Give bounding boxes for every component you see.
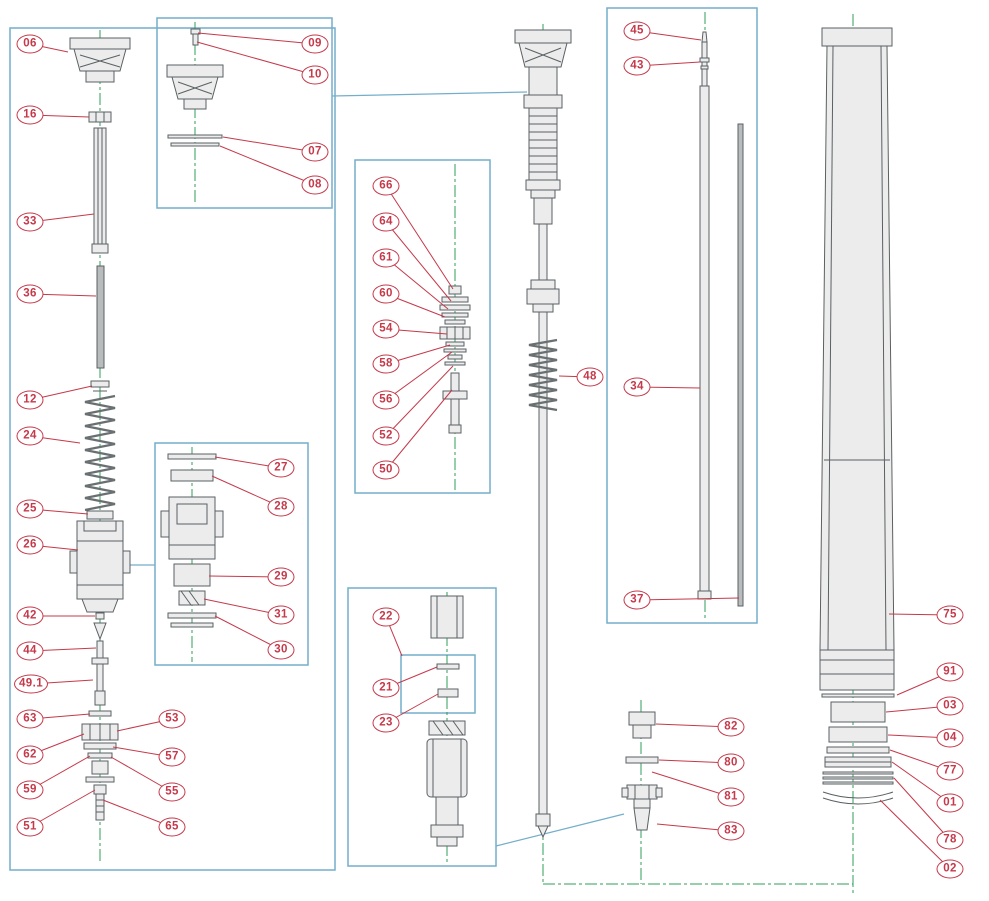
callout-53: 53: [158, 709, 186, 729]
callout-58: 58: [372, 354, 400, 374]
callout-16: 16: [16, 105, 44, 125]
callout-10: 10: [301, 65, 329, 85]
callout-59: 59: [16, 780, 44, 800]
callout-48: 48: [576, 367, 604, 387]
callout-78: 78: [936, 830, 964, 850]
callout-24: 24: [16, 426, 44, 446]
callout-52: 52: [372, 426, 400, 446]
callout-01: 01: [936, 793, 964, 813]
callout-49-1: 49.1: [14, 674, 48, 694]
callout-81: 81: [717, 787, 745, 807]
callout-02: 02: [936, 859, 964, 879]
callout-91: 91: [936, 662, 964, 682]
callout-03: 03: [936, 696, 964, 716]
callout-51: 51: [16, 817, 44, 837]
callout-77: 77: [936, 761, 964, 781]
callout-12: 12: [16, 390, 44, 410]
detail-frames: [9, 7, 758, 871]
seal-head-detail-drawing: [426, 595, 468, 847]
callout-23: 23: [372, 713, 400, 733]
callout-63: 63: [16, 709, 44, 729]
callout-09: 09: [301, 34, 329, 54]
callout-45: 45: [623, 21, 651, 41]
callout-29: 29: [267, 567, 295, 587]
callout-64: 64: [372, 212, 400, 232]
callout-34: 34: [623, 377, 651, 397]
valve-stack-drawing: [439, 285, 471, 434]
callout-22: 22: [372, 607, 400, 627]
callout-30: 30: [267, 640, 295, 660]
callout-80: 80: [717, 753, 745, 773]
callout-33: 33: [16, 212, 44, 232]
cartridge-assembly-drawing: [514, 29, 572, 839]
callout-65: 65: [158, 817, 186, 837]
callout-60: 60: [372, 284, 400, 304]
callout-66: 66: [372, 176, 400, 196]
callout-36: 36: [16, 284, 44, 304]
callout-54: 54: [372, 319, 400, 339]
callout-83: 83: [717, 821, 745, 841]
callout-27: 27: [267, 458, 295, 478]
push-rod-drawing: [697, 31, 744, 607]
callout-62: 62: [16, 745, 44, 765]
callout-25: 25: [16, 499, 44, 519]
top-cap-detail-drawing: [166, 28, 224, 147]
callout-61: 61: [372, 248, 400, 268]
callout-26: 26: [16, 535, 44, 555]
callout-75: 75: [936, 605, 964, 625]
callout-56: 56: [372, 390, 400, 410]
callout-06: 06: [16, 34, 44, 54]
callout-82: 82: [717, 717, 745, 737]
base-valve-detail-drawing: [160, 453, 224, 628]
callout-07: 07: [301, 142, 329, 162]
callout-21: 21: [372, 678, 400, 698]
callout-37: 37: [623, 590, 651, 610]
callout-43: 43: [623, 56, 651, 76]
callout-50: 50: [372, 460, 400, 480]
callout-08: 08: [301, 175, 329, 195]
callout-57: 57: [158, 747, 186, 767]
callout-55: 55: [158, 782, 186, 802]
callout-28: 28: [267, 497, 295, 517]
callout-04: 04: [936, 728, 964, 748]
callout-44: 44: [16, 641, 44, 661]
callout-42: 42: [16, 606, 44, 626]
outer-tube-drawing: [819, 27, 895, 805]
left-assembly-drawing: [69, 37, 131, 821]
callout-31: 31: [267, 605, 295, 625]
bottom-bolt-drawing: [621, 711, 663, 831]
